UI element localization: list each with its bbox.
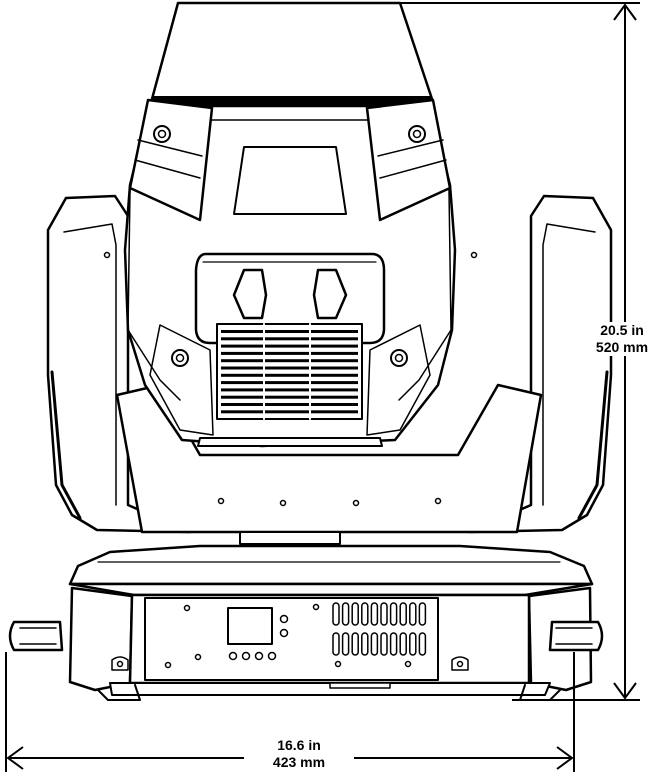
vent-slat <box>221 373 358 377</box>
base-vent-slot <box>380 602 388 626</box>
base-vent-slot <box>351 632 359 656</box>
vent-slat <box>221 403 358 406</box>
vent-slat <box>221 337 358 341</box>
base-right-lug <box>451 656 469 671</box>
base-vent-slot <box>361 602 369 626</box>
height-metric: 520 mm <box>595 339 649 355</box>
base-vent-slot <box>409 602 417 626</box>
base-vent-slot <box>409 632 417 656</box>
width-arrow-right <box>556 746 574 770</box>
vent-slat <box>221 330 358 333</box>
vent-slat <box>221 344 358 348</box>
vent-slat <box>221 381 358 385</box>
base-vent-slot <box>418 602 427 626</box>
vent-slat <box>221 359 358 363</box>
base-left-lug <box>111 656 129 671</box>
base-vent-slot <box>389 602 398 626</box>
vent-slat <box>221 366 358 370</box>
head-lens-cap <box>150 1 434 106</box>
vent-slat <box>221 351 358 355</box>
base-vent-slot <box>380 632 388 656</box>
head-window <box>233 146 347 215</box>
base-vents <box>332 602 427 656</box>
vent-grille <box>216 323 363 420</box>
base-vent-slot <box>389 632 398 656</box>
head-right-latch <box>365 98 452 222</box>
width-arrow-left <box>6 746 24 770</box>
height-imperial: 20.5 in <box>600 322 644 338</box>
vent-slat <box>221 388 358 392</box>
width-dimension-label: 16.6 in 423 mm <box>244 737 354 771</box>
base-vent-slot <box>341 602 350 626</box>
yoke-left-arm <box>46 194 192 534</box>
base-vent-slot <box>418 632 427 656</box>
connector-plate <box>329 682 391 689</box>
base-vent-slot <box>370 602 379 626</box>
width-metric: 423 mm <box>272 754 326 770</box>
height-dimension-label: 20.5 in 520 mm <box>585 322 659 356</box>
vent-slat <box>221 410 358 414</box>
neck <box>239 531 341 545</box>
control-panel <box>144 597 439 681</box>
control-buttons <box>228 614 289 661</box>
width-imperial: 16.6 in <box>277 737 321 753</box>
base-vent-slot <box>341 632 350 656</box>
lcd-display <box>227 607 273 645</box>
head-screw-left <box>171 349 189 367</box>
head-screw-right <box>390 349 408 367</box>
base-vent-slot <box>332 632 340 656</box>
base-right-handle <box>548 620 604 652</box>
base-vent-slot <box>332 602 340 626</box>
base-left-handle <box>8 620 64 652</box>
base-vent-slot <box>399 632 407 656</box>
base-vent-slot <box>351 602 359 626</box>
base-vent-slot <box>361 632 369 656</box>
height-arrow-bottom <box>613 682 637 700</box>
base-vent-slot <box>370 632 379 656</box>
vent-slat <box>221 395 358 399</box>
height-arrow-top <box>613 3 637 21</box>
right-handle <box>312 268 348 320</box>
left-handle <box>232 268 268 320</box>
base-vent-slot <box>399 602 407 626</box>
base-top <box>68 544 594 586</box>
head-left-latch <box>128 98 214 222</box>
